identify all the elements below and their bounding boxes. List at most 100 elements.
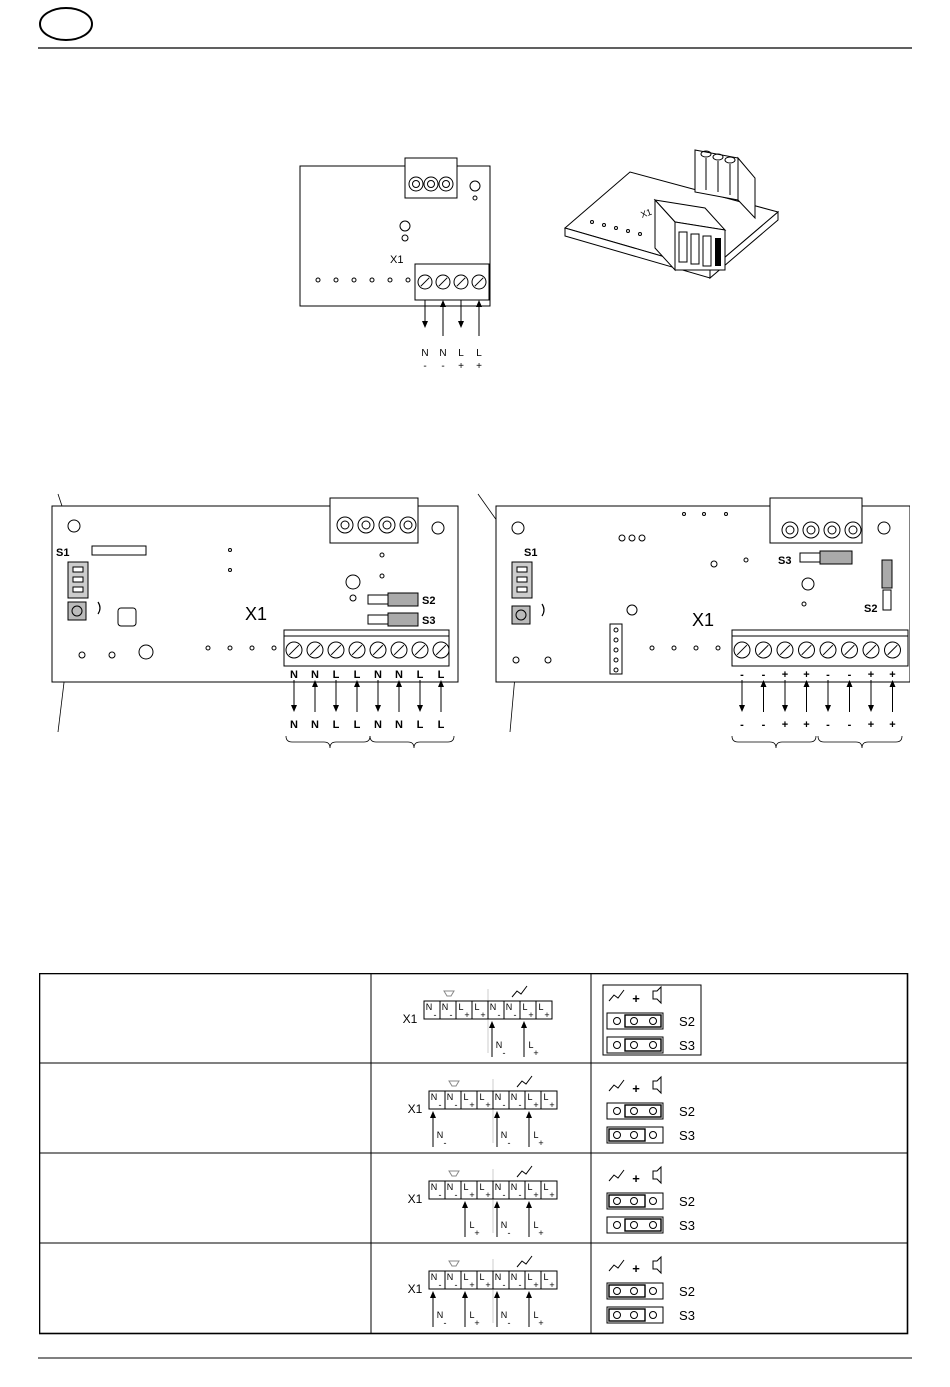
strip-cell-sign: -: [519, 1190, 522, 1200]
left-terminal-screw: [285, 641, 303, 659]
right-terminal-sign: -: [826, 669, 830, 681]
left-terminal-letter: N: [395, 669, 403, 681]
strip-cell-sign: +: [485, 1100, 490, 1110]
arrow-letter: L: [469, 1310, 474, 1320]
arrow-sign: +: [474, 1318, 479, 1328]
left-terminal-screw: [411, 641, 429, 659]
strip-cell-letter: N: [447, 1092, 454, 1102]
strip-cell-sign: +: [549, 1190, 554, 1200]
strip-cell-sign: +: [549, 1100, 554, 1110]
small-wire-arrow: [440, 300, 446, 336]
strip-cell-sign: -: [439, 1280, 442, 1290]
small-terminal-sign: -: [441, 361, 444, 372]
arrow-letter: L: [533, 1220, 538, 1230]
small-terminal-screw: [417, 274, 433, 290]
input-arrow: [494, 1291, 500, 1327]
arrow-sign: +: [474, 1228, 479, 1238]
jumper-s2: S2: [606, 1012, 695, 1030]
speaker-icon: [448, 1080, 460, 1087]
left-terminal-screw: [369, 641, 387, 659]
jumper-s3: S3: [606, 1036, 695, 1054]
jumper-s2: S2: [606, 1192, 695, 1210]
strip-cell-sign: +: [533, 1190, 538, 1200]
strip-cell-sign: -: [439, 1100, 442, 1110]
left-terminal-screws: [285, 641, 450, 659]
small-terminal-letter: L: [458, 348, 464, 359]
right-wire-arrow: [760, 680, 767, 712]
speaker-icon: [448, 1260, 460, 1267]
small-terminal-sign: +: [476, 361, 482, 372]
strip-cell-letter: N: [511, 1092, 518, 1102]
left-wire-label: N: [395, 719, 403, 731]
small-connector-label: X1: [390, 254, 403, 266]
strip-cell-sign: +: [464, 1010, 469, 1020]
jumper-s2-label: S2: [679, 1284, 695, 1299]
sensor-icon: [608, 1079, 625, 1092]
strip-cell-letter: L: [463, 1092, 468, 1102]
sensor-icon: [516, 1255, 533, 1268]
arrow-sign: +: [538, 1228, 543, 1238]
jumper-s3: S3: [606, 1216, 695, 1234]
small-terminal-letter: L: [476, 348, 482, 359]
input-arrow: [494, 1201, 500, 1237]
left-terminal-screw: [306, 641, 324, 659]
strip-cell-sign: +: [469, 1190, 474, 1200]
right-terminal-sign: -: [740, 669, 744, 681]
arrow-letter: N: [437, 1130, 444, 1140]
strip-cell-sign: +: [469, 1100, 474, 1110]
small-terminal-screw: [471, 274, 487, 290]
right-wire-label: -: [826, 719, 830, 731]
strip-cell-letter: N: [426, 1002, 433, 1012]
small-terminal-screw: [453, 274, 469, 290]
left-terminal-screw: [348, 641, 366, 659]
left-x1-label: X1: [245, 604, 267, 624]
strip-cell-sign: -: [519, 1280, 522, 1290]
speaker-icon: [652, 1255, 662, 1275]
right-terminal-sign: +: [868, 669, 874, 681]
right-wire-arrow: [889, 680, 896, 712]
strip-cell-letter: N: [511, 1182, 518, 1192]
right-board-diagram: S1 S3 S2 X1 ----++++----++++: [477, 493, 910, 749]
left-s1-label: S1: [56, 547, 69, 559]
left-wire-arrow: [354, 680, 360, 712]
right-terminal-labels: ----++++----++++: [739, 669, 896, 731]
strip-cell-letter: L: [543, 1182, 548, 1192]
strip-cell-letter: L: [479, 1092, 484, 1102]
strip-cell-letter: L: [479, 1182, 484, 1192]
small-wire-arrow: [476, 300, 482, 336]
input-arrow: [526, 1201, 532, 1237]
strip-cell-letter: L: [538, 1002, 543, 1012]
input-arrow: [526, 1111, 532, 1147]
arrow-letter: N: [501, 1310, 508, 1320]
right-wire-label: -: [848, 719, 852, 731]
strip-cell-sign: +: [549, 1280, 554, 1290]
strip-cell-letter: L: [463, 1182, 468, 1192]
arrow-sign: +: [538, 1318, 543, 1328]
input-arrow: [430, 1291, 436, 1327]
right-terminal-screw: [819, 641, 837, 659]
x1-label: X1: [403, 1012, 418, 1026]
sensor-icon: [511, 985, 528, 998]
right-terminal-screw: [862, 641, 880, 659]
arrow-letter: L: [528, 1040, 533, 1050]
small-terminal-labels: N-N-L+L+: [421, 300, 482, 372]
strip-cell-sign: +: [485, 1280, 490, 1290]
plus-sign: +: [632, 1081, 640, 1096]
strip-cell-sign: -: [455, 1100, 458, 1110]
page-footer: [38, 1357, 912, 1359]
strip-cell-letter: N: [431, 1272, 438, 1282]
arrow-sign: -: [508, 1138, 511, 1148]
iso-terminal-block: [653, 198, 727, 272]
left-terminal-letter: L: [438, 669, 445, 681]
arrow-letter: L: [469, 1220, 474, 1230]
right-terminal-screw: [798, 641, 815, 659]
small-wire-arrow: [422, 300, 428, 328]
left-wire-arrow: [417, 680, 423, 712]
jumper-s3: S3: [606, 1306, 695, 1324]
strip-cell-letter: N: [431, 1092, 438, 1102]
strip-cell-letter: L: [522, 1002, 527, 1012]
left-wire-label: L: [417, 719, 424, 731]
